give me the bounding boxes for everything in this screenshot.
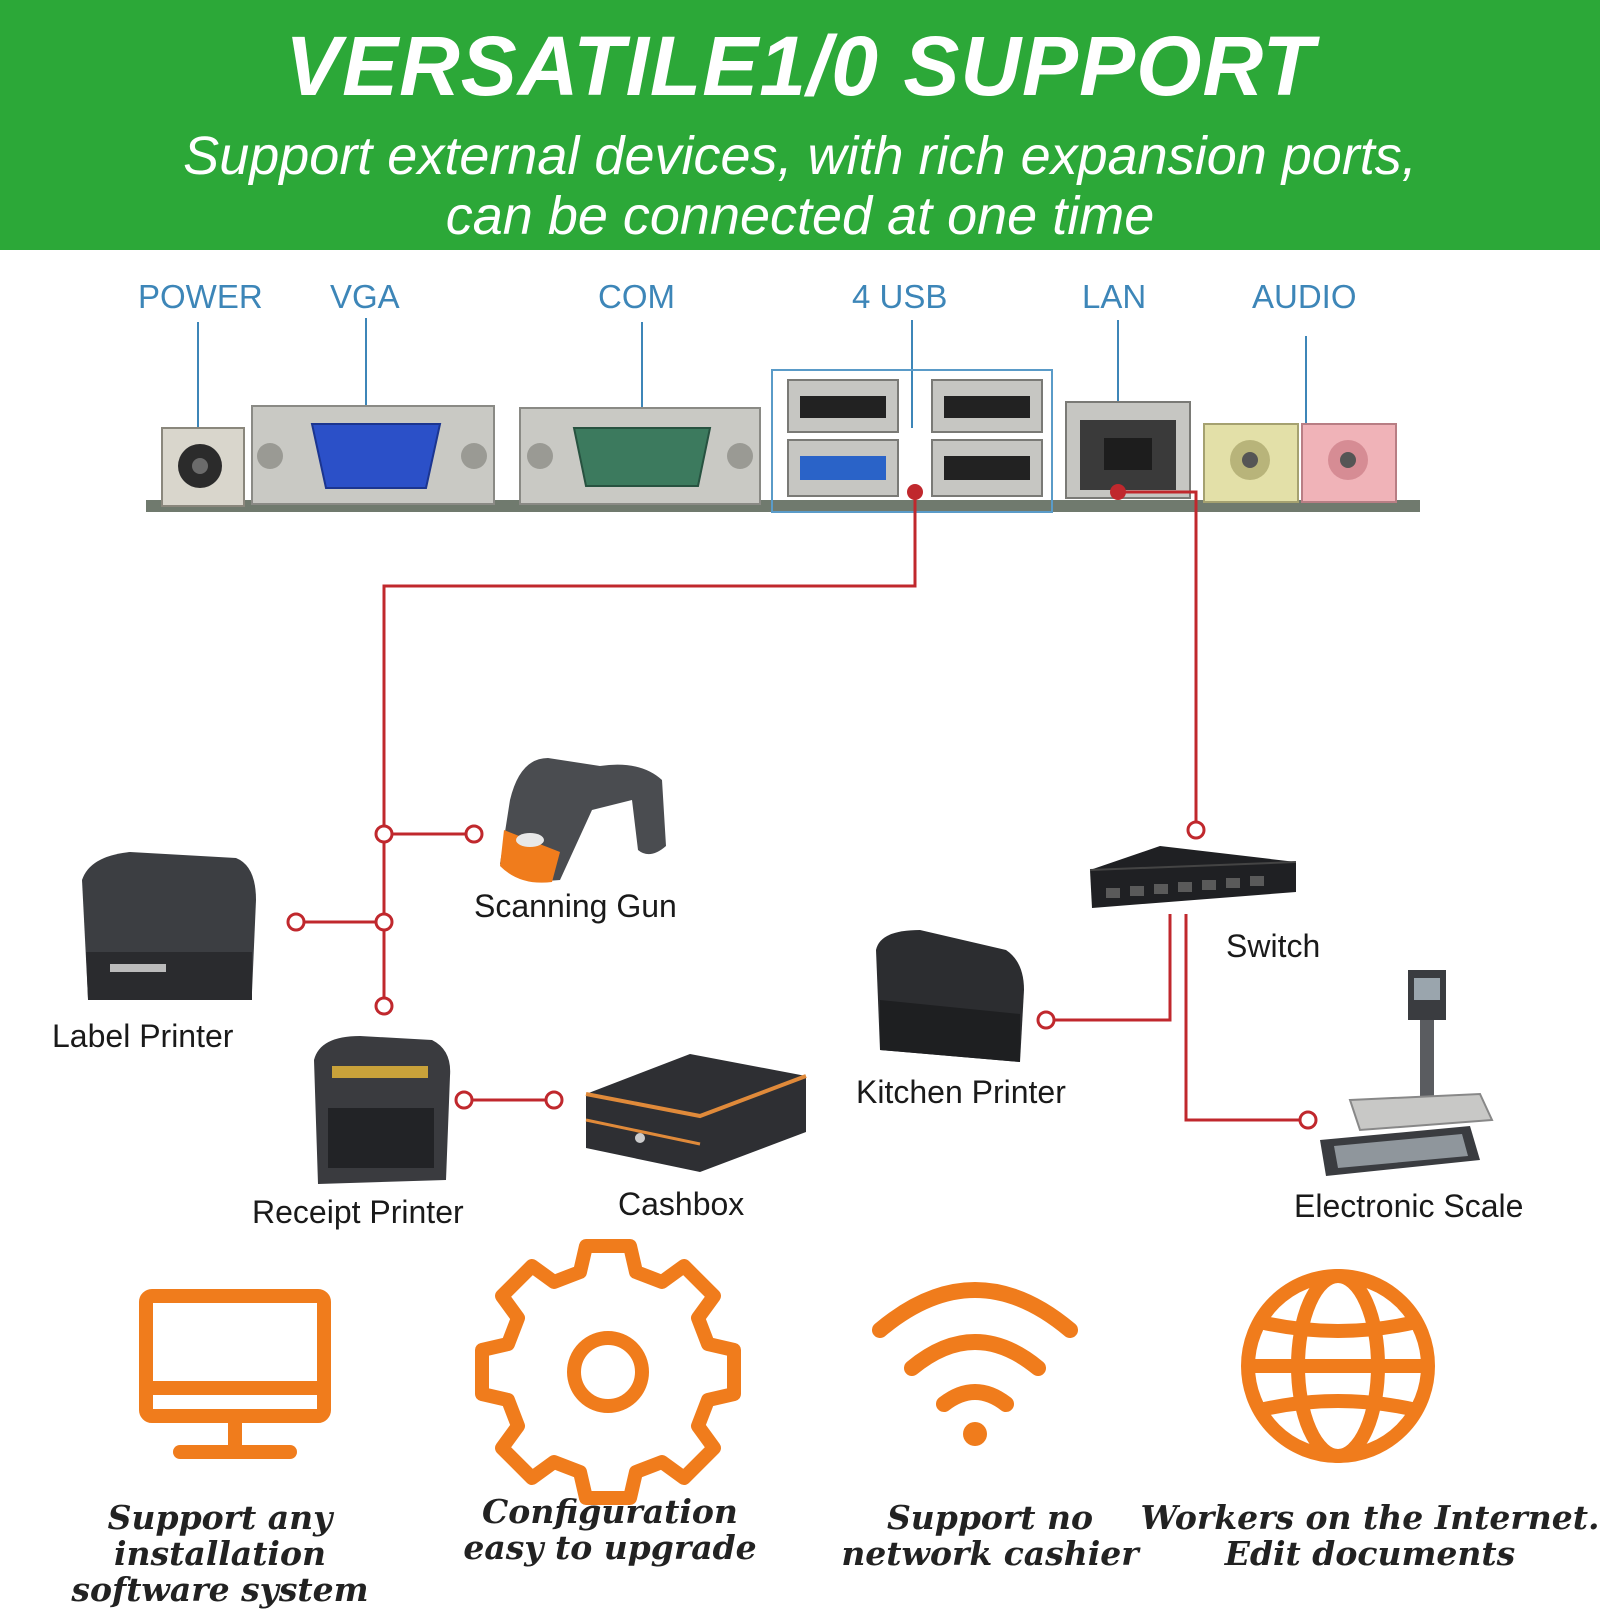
usb-ports <box>771 369 1053 513</box>
feature-line1: Workers on the Internet. <box>1140 1498 1600 1537</box>
device-label-receipt-printer: Receipt Printer <box>252 1194 464 1230</box>
feature-line2: network cashier <box>841 1534 1139 1573</box>
power-jack-port <box>161 427 245 507</box>
port-label-audio: AUDIO <box>1252 278 1357 315</box>
scanning-gun-image <box>500 758 666 883</box>
feature-line1: Configuration <box>482 1492 738 1531</box>
com-port <box>519 407 761 505</box>
device-label-kitchen-printer: Kitchen Printer <box>856 1074 1066 1110</box>
globe-icon <box>1241 1269 1435 1463</box>
wifi-icon <box>872 1282 1078 1412</box>
port-label-usb: 4 USB <box>852 278 948 315</box>
device-label-cashbox: Cashbox <box>618 1186 745 1222</box>
vga-port <box>251 405 495 505</box>
kitchen-printer-image <box>876 930 1024 1062</box>
port-label-vga: VGA <box>330 278 400 315</box>
monitor-icon <box>139 1289 331 1459</box>
port-label-lan: LAN <box>1082 278 1147 315</box>
switch-image <box>1089 846 1297 908</box>
banner-subtitle-line2: can be connected at one time <box>445 186 1155 246</box>
device-label-switch: Switch <box>1226 928 1321 964</box>
device-label-label-printer: Label Printer <box>52 1018 234 1054</box>
port-label-power: POWER <box>138 278 263 315</box>
feature-line2: easy to upgrade <box>463 1528 757 1567</box>
feature-label-configuration: Configuration easy to upgrade <box>440 1494 780 1566</box>
connector-source-dots <box>907 484 1126 500</box>
feature-line1: Support any installation <box>107 1498 333 1573</box>
banner-title: VERSATILE1/0 SUPPORT <box>285 19 1315 113</box>
feature-line2: Edit documents <box>1224 1534 1516 1573</box>
device-label-electronic-scale: Electronic Scale <box>1294 1188 1524 1224</box>
label-printer-image <box>82 852 256 1000</box>
gear-icon <box>475 1239 741 1505</box>
banner-subtitle-line1: Support external devices, with rich expa… <box>183 126 1417 186</box>
cashbox-image <box>585 1054 807 1172</box>
connector-lines <box>296 490 1308 1122</box>
connector-nodes <box>286 820 1318 1130</box>
feature-label-internet: Workers on the Internet. Edit documents <box>1140 1500 1600 1572</box>
header-banner: VERSATILE1/0 SUPPORT Support external de… <box>0 0 1600 250</box>
feature-label-no-network: Support no network cashier <box>820 1500 1160 1572</box>
feature-label-installation: Support any installation software system <box>0 1500 440 1608</box>
port-label-com: COM <box>598 278 675 315</box>
feature-line1: Support no <box>886 1498 1094 1537</box>
receipt-printer-image <box>314 1036 451 1184</box>
device-label-scanning-gun: Scanning Gun <box>474 888 677 924</box>
electronic-scale-image <box>1320 970 1494 1176</box>
lan-port <box>1065 401 1191 499</box>
audio-ports <box>1203 423 1397 503</box>
wifi-dot <box>963 1422 987 1446</box>
feature-line2: software system <box>71 1570 369 1609</box>
